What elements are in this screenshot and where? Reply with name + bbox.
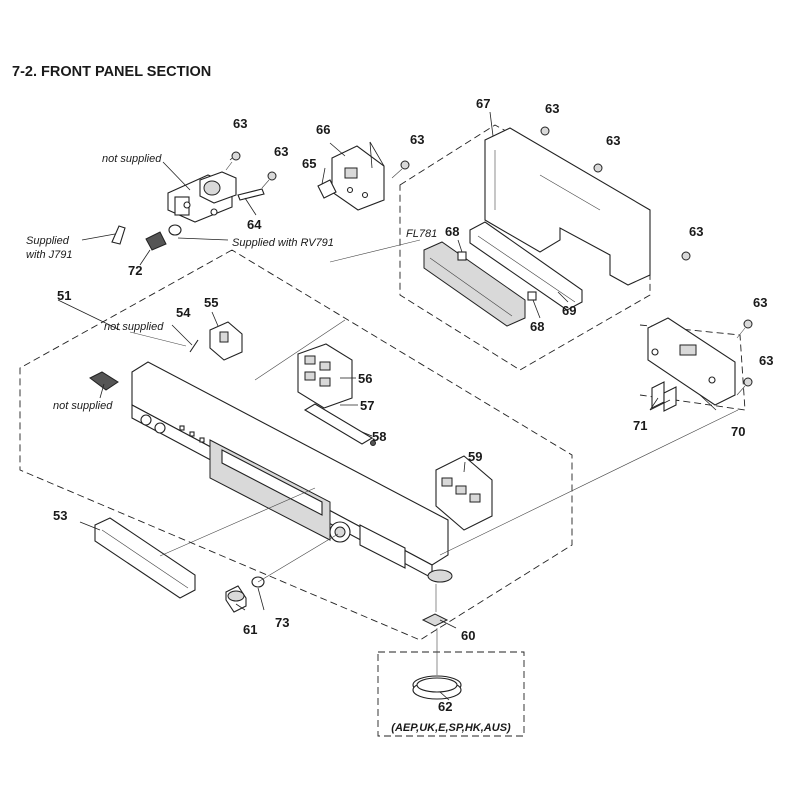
part-number-63: 63 bbox=[759, 353, 773, 368]
part-number-71: 71 bbox=[633, 418, 647, 433]
part-61-knob bbox=[225, 585, 247, 613]
part-56-button-block bbox=[297, 343, 353, 409]
part-number-63: 63 bbox=[233, 116, 247, 131]
part-number-63: 63 bbox=[606, 133, 620, 148]
part-j791-pin bbox=[111, 225, 126, 245]
part-fl781-display bbox=[423, 241, 526, 327]
part-number-53: 53 bbox=[53, 508, 67, 523]
part-number-72: 72 bbox=[128, 263, 142, 278]
right-board-boundary bbox=[639, 324, 746, 411]
part-number-62: 62 bbox=[438, 699, 452, 714]
part-69-holder bbox=[469, 221, 583, 311]
part-71-brackets bbox=[651, 381, 677, 412]
part-number-63: 63 bbox=[274, 144, 288, 159]
screw-63-h bbox=[736, 377, 753, 396]
part-number-57: 57 bbox=[360, 398, 374, 413]
note-not-supplied-left: not supplied bbox=[53, 400, 113, 412]
part-55-bracket bbox=[209, 321, 243, 361]
part-number-51: 51 bbox=[57, 288, 71, 303]
part-57-lever bbox=[303, 403, 374, 445]
part-number-63: 63 bbox=[410, 132, 424, 147]
part-number-58: 58 bbox=[372, 429, 386, 444]
part-53-door bbox=[94, 517, 196, 599]
note-destinations: (AEP,UK,E,SP,HK,AUS) bbox=[391, 722, 511, 734]
part-not-supplied-clip bbox=[89, 371, 119, 391]
screw-63-e bbox=[593, 163, 603, 173]
part-59-button-block bbox=[435, 455, 493, 531]
part-number-68: 68 bbox=[530, 319, 544, 334]
part-51-front-panel bbox=[131, 361, 453, 583]
note-not-supplied-top: not supplied bbox=[102, 153, 162, 165]
part-60-pad bbox=[421, 613, 449, 627]
part-number-70: 70 bbox=[731, 424, 745, 439]
part-number-60: 60 bbox=[461, 628, 475, 643]
label-fl781: FL781 bbox=[406, 228, 437, 240]
screw-63-f bbox=[681, 251, 691, 261]
note-supplied-rv791: Supplied with RV791 bbox=[232, 237, 334, 249]
part-number-73: 73 bbox=[275, 615, 289, 630]
part-62-ring bbox=[412, 675, 462, 700]
part-70-board bbox=[647, 317, 736, 406]
part-68-spacer-a bbox=[457, 251, 467, 261]
part-number-65: 65 bbox=[302, 156, 316, 171]
section-title: 7-2. FRONT PANEL SECTION bbox=[12, 64, 211, 80]
note-supplied-line2: with J791 bbox=[26, 249, 72, 261]
part-58-spring bbox=[370, 440, 376, 446]
screw-63-g bbox=[736, 319, 753, 339]
part-number-55: 55 bbox=[204, 295, 218, 310]
part-67-fl-board bbox=[484, 127, 651, 286]
leader-lines bbox=[57, 111, 739, 701]
part-number-68: 68 bbox=[445, 224, 459, 239]
part-number-61: 61 bbox=[243, 622, 257, 637]
part-number-67: 67 bbox=[476, 96, 490, 111]
part-72-knob bbox=[145, 224, 182, 251]
part-number-63: 63 bbox=[753, 295, 767, 310]
screw-63-d bbox=[540, 126, 550, 136]
part-number-64: 64 bbox=[247, 217, 262, 232]
screw-63-c bbox=[391, 160, 410, 179]
part-65-switch bbox=[317, 179, 337, 199]
fl-board-boundary bbox=[399, 124, 651, 371]
headphone-jack-assembly bbox=[167, 171, 265, 223]
part-number-66: 66 bbox=[316, 122, 330, 137]
part-number-56: 56 bbox=[358, 371, 372, 386]
note-not-supplied-mid: not supplied bbox=[104, 321, 164, 333]
part-66-board bbox=[331, 145, 385, 211]
part-number-59: 59 bbox=[468, 449, 482, 464]
note-supplied-line1: Supplied bbox=[26, 235, 70, 247]
part-68-spacer-b bbox=[527, 291, 537, 301]
screw-63-b bbox=[261, 171, 277, 189]
part-54-rod bbox=[189, 339, 199, 353]
part-number-69: 69 bbox=[562, 303, 576, 318]
part-number-63: 63 bbox=[545, 101, 559, 116]
front-panel-boundary bbox=[19, 249, 573, 641]
destination-box bbox=[377, 651, 525, 737]
part-number-54: 54 bbox=[176, 305, 191, 320]
part-number-63: 63 bbox=[689, 224, 703, 239]
screw-63-a bbox=[225, 151, 241, 171]
